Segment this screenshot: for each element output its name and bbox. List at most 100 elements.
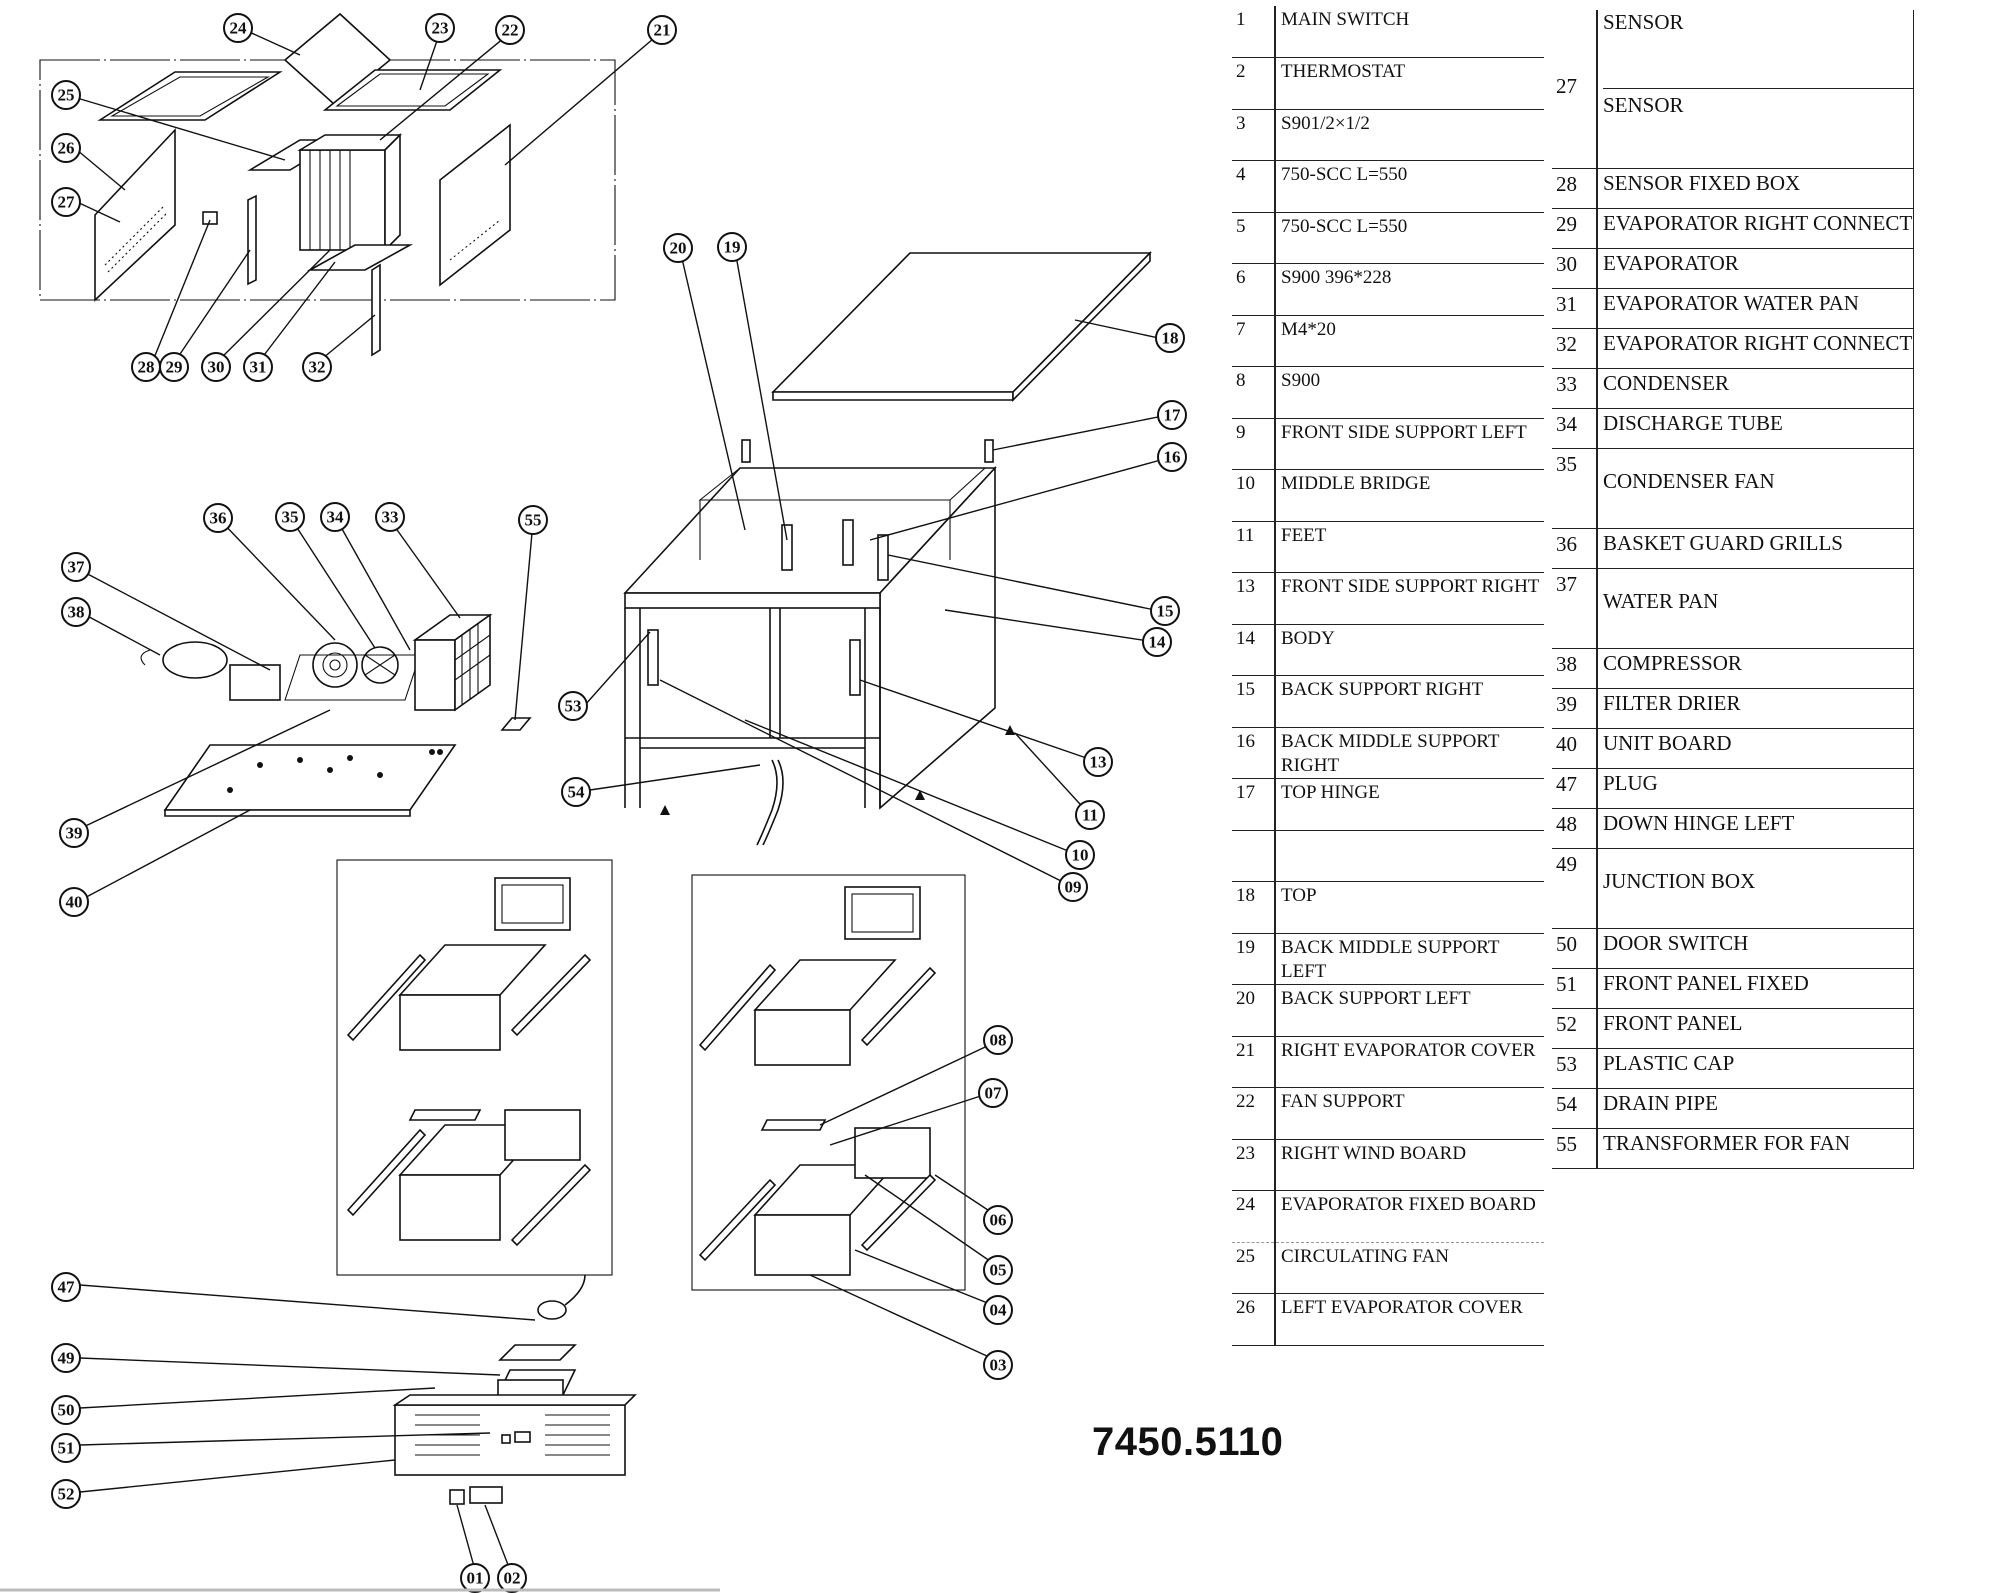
part-name: EVAPORATOR (1597, 248, 1914, 289)
svg-text:40: 40 (66, 893, 83, 912)
part-number: 26 (1232, 1293, 1276, 1346)
callout-49: 49 (51, 1343, 81, 1373)
part-number: 6 (1232, 263, 1276, 316)
callout-31: 31 (243, 352, 273, 382)
part-number: 9 (1232, 418, 1276, 470)
callout-19: 19 (717, 232, 747, 262)
svg-text:28: 28 (138, 358, 155, 377)
svg-text:31: 31 (250, 358, 267, 377)
svg-text:39: 39 (66, 824, 83, 843)
part-name: 750-SCC L=550 (1275, 160, 1544, 213)
svg-text:25: 25 (58, 86, 75, 105)
callout-03: 03 (983, 1350, 1013, 1380)
part-number: 32 (1552, 328, 1598, 369)
part-number: 28 (1552, 168, 1598, 209)
evaporator-assembly (39, 12, 616, 357)
callout-28: 28 (131, 352, 161, 382)
svg-text:27: 27 (58, 193, 76, 212)
svg-text:01: 01 (467, 1569, 484, 1588)
part-name: BACK MIDDLE SUPPORT LEFT (1275, 933, 1544, 985)
callout-32: 32 (302, 352, 332, 382)
part-name: FAN SUPPORT (1275, 1087, 1544, 1140)
part-number: 48 (1552, 808, 1598, 849)
part-name: PLUG (1597, 768, 1914, 809)
callout-22: 22 (495, 15, 525, 45)
callout-27: 27 (51, 187, 81, 217)
part-number: 36 (1552, 528, 1598, 569)
part-number: 15 (1232, 675, 1276, 728)
callout-35: 35 (275, 502, 305, 532)
callout-11: 11 (1075, 800, 1105, 830)
callout-51: 51 (51, 1433, 81, 1463)
part-name: UNIT BOARD (1597, 728, 1914, 769)
svg-text:53: 53 (565, 697, 582, 716)
callout-37: 37 (61, 552, 91, 582)
drawer-panel-right (691, 874, 966, 1291)
svg-text:16: 16 (1164, 448, 1181, 467)
part-name: TRANSFORMER FOR FAN (1597, 1128, 1914, 1169)
svg-text:08: 08 (990, 1031, 1007, 1050)
part-name: DOWN HINGE LEFT (1597, 808, 1914, 849)
part-number: 8 (1232, 366, 1276, 419)
part-name: EVAPORATOR FIXED BOARD (1275, 1190, 1544, 1243)
svg-text:50: 50 (58, 1401, 75, 1420)
exploded-diagram: 24 23 22 21 25 26 27 28 29 30 31 32 37 3… (0, 12, 1187, 1593)
callout-16: 16 (1157, 442, 1187, 472)
callout-13: 13 (1083, 747, 1113, 777)
part-name: CONDENSER (1597, 368, 1914, 409)
svg-text:05: 05 (990, 1261, 1007, 1280)
part-number: 23 (1232, 1139, 1276, 1191)
callout-23: 23 (425, 13, 455, 43)
svg-text:47: 47 (58, 1278, 76, 1297)
part-name: EVAPORATOR RIGHT CONNECTR'S BOARD (1597, 328, 1914, 369)
callout-markers: 24 23 22 21 25 26 27 28 29 30 31 32 37 3… (51, 13, 1187, 1593)
callout-08: 08 (983, 1025, 1013, 1055)
callout-53: 53 (558, 691, 588, 721)
part-number: 33 (1552, 368, 1598, 409)
svg-text:32: 32 (309, 358, 326, 377)
svg-text:18: 18 (1162, 329, 1179, 348)
svg-text:14: 14 (1149, 633, 1167, 652)
part-number (1232, 830, 1276, 882)
part-number: 16 (1232, 727, 1276, 779)
part-name: SENSOR FIXED BOX (1597, 168, 1914, 209)
part-name: MIDDLE BRIDGE (1275, 469, 1544, 522)
part-number: 19 (1232, 933, 1276, 985)
svg-text:49: 49 (58, 1349, 75, 1368)
callout-20: 20 (663, 233, 693, 263)
svg-text:20: 20 (670, 239, 687, 258)
part-name: TOP (1275, 881, 1544, 934)
callout-39: 39 (59, 818, 89, 848)
callout-01: 01 (460, 1563, 490, 1593)
part-number: 39 (1552, 688, 1598, 729)
part-number: 5 (1232, 212, 1276, 264)
callout-09: 09 (1058, 872, 1088, 902)
part-name: MAIN SWITCH (1275, 6, 1544, 58)
svg-text:23: 23 (432, 19, 449, 38)
callout-24: 24 (223, 13, 253, 43)
